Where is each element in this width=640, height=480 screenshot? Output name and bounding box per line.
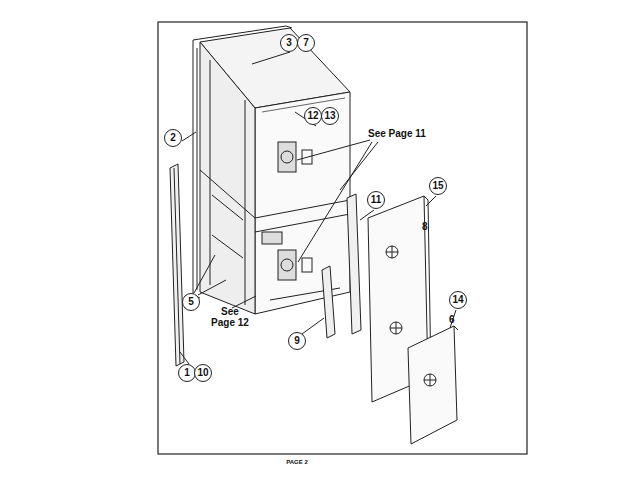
callout-number: 14 (452, 295, 463, 305)
callout-circle: 14 (449, 291, 467, 309)
callout-circle: 5 (182, 293, 200, 311)
callout-circle: 3 (280, 34, 298, 52)
callout-number: 3 (286, 38, 292, 48)
reference-note: See Page 12 (208, 306, 252, 328)
callout-number: 10 (197, 368, 208, 378)
callout-number: 1 (184, 368, 190, 378)
callout-number: 2 (170, 133, 176, 143)
reference-note: See Page 11 (368, 128, 426, 139)
callout-number: 12 (307, 111, 318, 121)
callout-number: 13 (324, 111, 335, 121)
callout-number: 15 (432, 181, 443, 191)
callout-circle: 7 (297, 34, 315, 52)
callout-circle: 9 (288, 332, 306, 350)
callout-number: 8 (422, 221, 428, 232)
callout-circle: 2 (164, 129, 182, 147)
callout-number: 11 (371, 195, 382, 205)
callout-circle: 12 (304, 107, 322, 125)
callout-circle: 15 (429, 177, 447, 195)
callout-circle: 13 (321, 107, 339, 125)
callout-number: 6 (449, 314, 455, 325)
callout-circle: 11 (367, 191, 385, 209)
callout-number: 9 (294, 336, 300, 346)
callout-number: 7 (303, 38, 309, 48)
callout-circle: 10 (194, 364, 212, 382)
callout-number: 5 (188, 297, 194, 307)
page-number: PAGE 2 (286, 459, 308, 466)
